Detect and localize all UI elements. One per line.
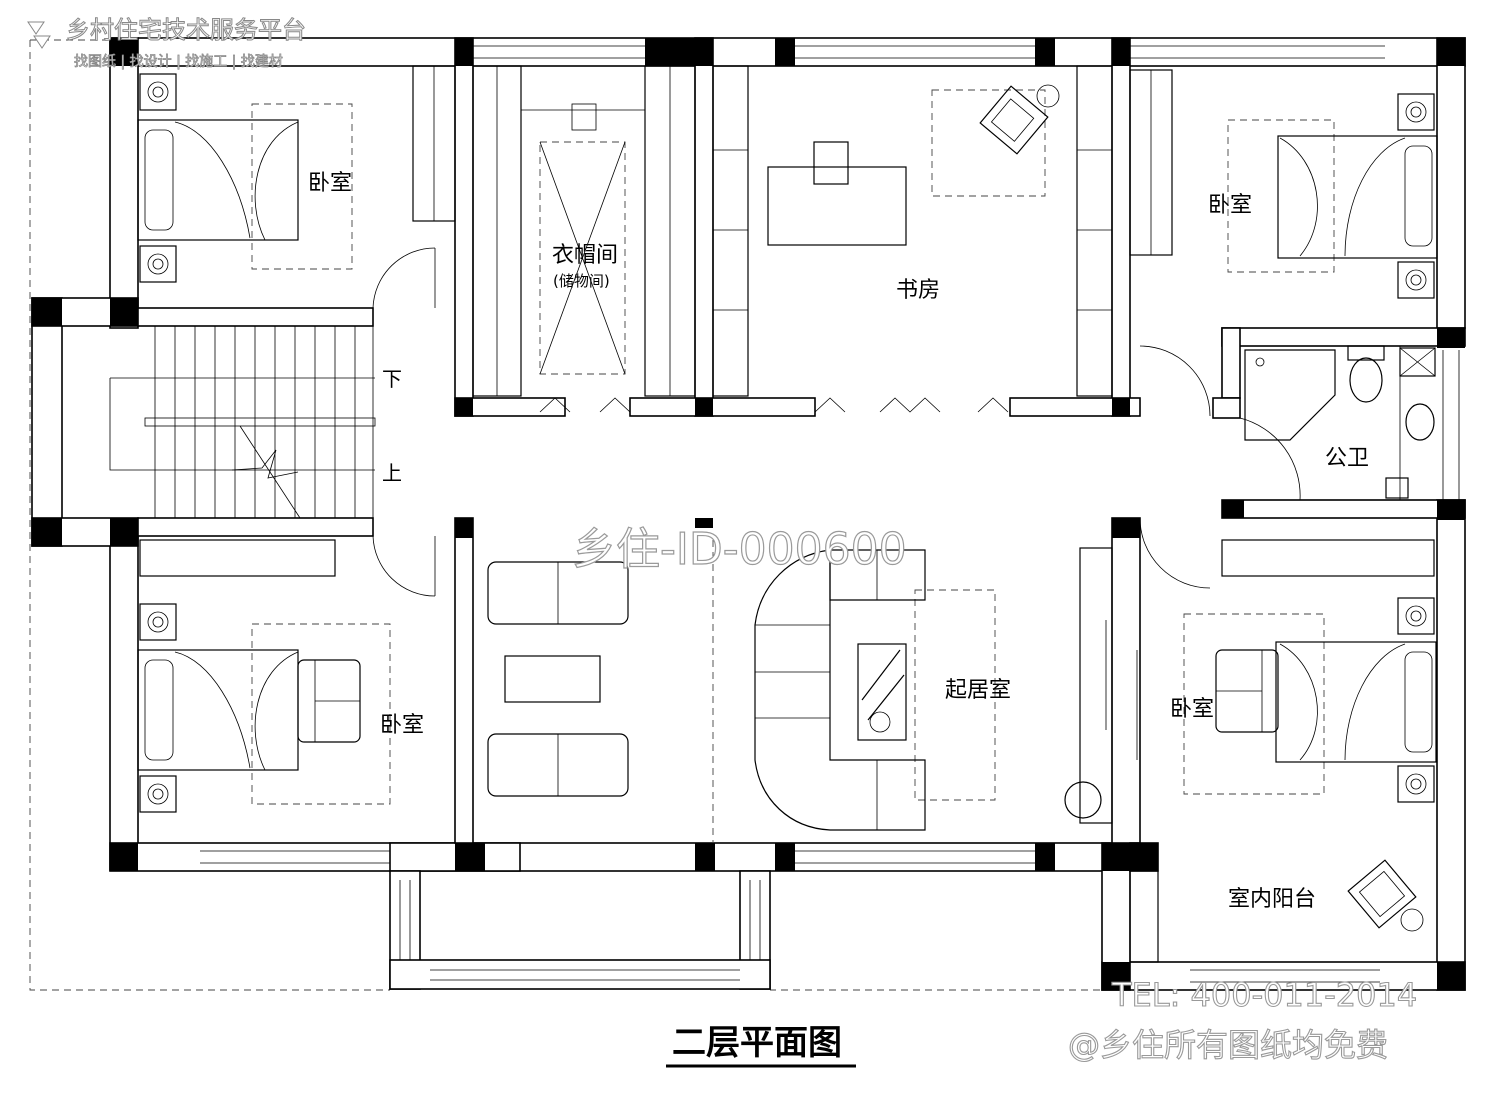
doors xyxy=(372,247,1301,597)
bed-sw xyxy=(137,539,391,813)
living-room-furniture xyxy=(754,549,996,831)
balcony-furniture xyxy=(1129,859,1424,963)
label-study: 书房 xyxy=(896,278,940,303)
closet-room xyxy=(472,65,696,397)
bed-nw xyxy=(137,73,353,283)
label-living: 起居室 xyxy=(945,678,1011,703)
bed-se xyxy=(1064,539,1437,824)
watermark-tel: TEL: 400-011-2014 xyxy=(1111,976,1417,1014)
label-closet: 衣帽间 xyxy=(552,243,618,268)
watermark-project-id: 乡住-ID-000600 xyxy=(572,524,907,575)
label-stair-up: 上 xyxy=(382,461,402,485)
interior-walls xyxy=(137,37,1466,872)
label-bedroom-sw: 卧室 xyxy=(380,713,424,738)
label-balcony: 室内阳台 xyxy=(1228,887,1316,912)
exterior-walls xyxy=(31,37,1466,991)
drawing-title: 二层平面图 xyxy=(672,1023,842,1063)
watermark-free-notice: @乡住所有图纸均免费 xyxy=(1068,1026,1388,1064)
label-public-bath: 公卫 xyxy=(1325,446,1369,471)
watermark-logo-icon xyxy=(27,21,51,49)
watermark-services: 找图纸 | 找设计 | 找施工 | 找建材 xyxy=(74,54,283,70)
label-stair-down: 下 xyxy=(382,367,402,391)
label-bedroom-ne: 卧室 xyxy=(1208,193,1252,218)
lounge-sofas xyxy=(487,540,714,843)
watermark-brand: 乡村住宅技术服务平台 xyxy=(66,16,306,44)
bathroom-fixtures xyxy=(1244,345,1436,500)
staircase xyxy=(109,325,376,519)
study-furniture xyxy=(712,65,1113,397)
bed-ne xyxy=(1129,69,1438,299)
wardrobe-nw xyxy=(412,65,456,222)
label-bedroom-nw: 卧室 xyxy=(308,171,352,196)
label-closet-sub: (储物间) xyxy=(553,272,610,290)
structural-columns xyxy=(32,38,1465,990)
label-bedroom-se: 卧室 xyxy=(1170,697,1214,722)
